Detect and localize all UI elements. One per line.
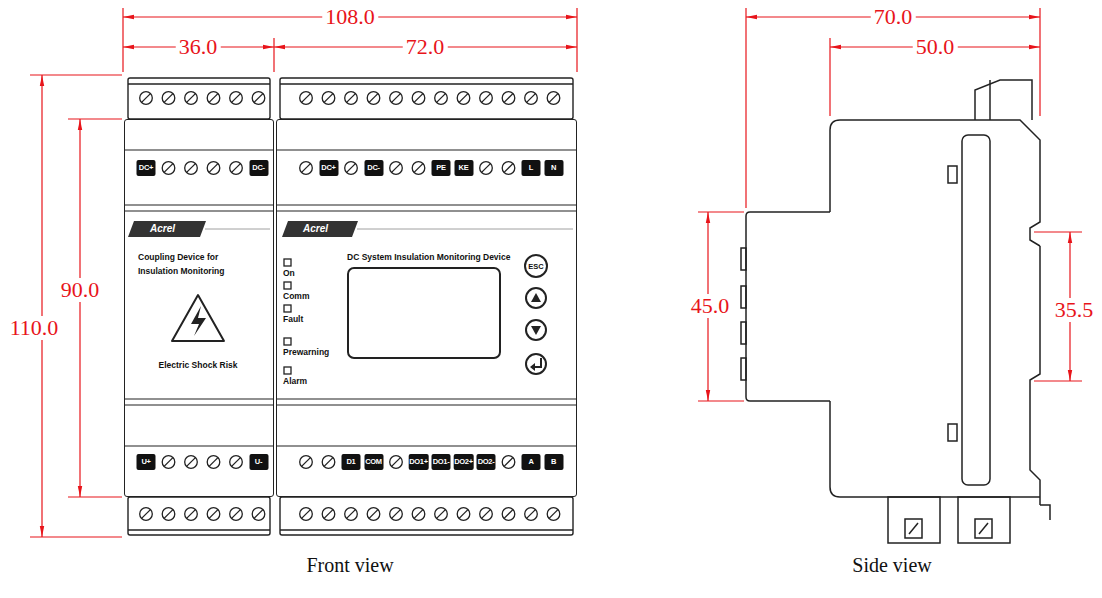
dimension-value: 45.0 xyxy=(688,294,733,318)
warning-symbol xyxy=(172,295,224,341)
dimension-value: 70.0 xyxy=(871,5,916,29)
terminal-screws xyxy=(140,92,560,521)
dimension-lines xyxy=(30,8,1082,537)
terminal-label: DC- xyxy=(249,160,268,176)
esc-button: ESC xyxy=(524,254,548,278)
dimension-value: 50.0 xyxy=(913,35,958,59)
led-label: Comm xyxy=(283,291,309,302)
terminal-label: PE xyxy=(432,160,451,176)
logo-bar xyxy=(128,221,206,237)
led-label: Fault xyxy=(283,314,303,325)
logo-bar xyxy=(282,221,358,237)
side-view-housing xyxy=(741,80,1050,543)
led-label: Prewarning xyxy=(283,347,329,358)
dimension-value: 72.0 xyxy=(403,35,448,59)
terminal-label: A xyxy=(522,454,541,470)
terminal-label: DC+ xyxy=(137,160,156,176)
terminal-label: DO2- xyxy=(477,454,496,470)
terminal-label: KE xyxy=(454,160,473,176)
dimension-value: 90.0 xyxy=(58,278,103,302)
terminal-label: DC+ xyxy=(319,160,338,176)
terminal-label: DO1+ xyxy=(408,454,429,470)
button-text: ESC xyxy=(528,262,543,271)
terminal-label: DC- xyxy=(364,160,383,176)
led-label: Alarm xyxy=(283,376,307,387)
lcd-screen xyxy=(348,268,500,358)
dimension-value: 35.5 xyxy=(1052,298,1097,322)
terminal-label: D1 xyxy=(342,454,361,470)
device-title: Coupling Device for Insulation Monitorin… xyxy=(138,250,244,278)
dimension-value: 36.0 xyxy=(176,35,221,59)
keypad-buttons xyxy=(526,288,546,374)
terminal-label: N xyxy=(544,160,563,176)
brand-logo: Acrel xyxy=(303,223,328,235)
terminal-label: L xyxy=(522,160,541,176)
housing-lines xyxy=(124,150,577,446)
dimension-value: 108.0 xyxy=(322,5,378,29)
view-caption: Side view xyxy=(852,554,931,577)
terminal-blocks xyxy=(128,78,573,535)
terminal-label: U- xyxy=(249,454,268,470)
terminal-label: U+ xyxy=(137,454,156,470)
dimension-value: 110.0 xyxy=(7,316,62,340)
terminal-label: DO2+ xyxy=(453,454,474,470)
brand-logo: Acrel xyxy=(150,223,175,235)
led-label: On xyxy=(283,268,295,279)
terminal-label: B xyxy=(544,454,563,470)
warning-text: Electric Shock Risk xyxy=(159,358,238,372)
terminal-label: DO1- xyxy=(432,454,451,470)
device-title: DC System Insulation Monitoring Device xyxy=(347,250,510,264)
view-caption: Front view xyxy=(306,554,393,577)
terminal-label: COM xyxy=(364,454,383,470)
